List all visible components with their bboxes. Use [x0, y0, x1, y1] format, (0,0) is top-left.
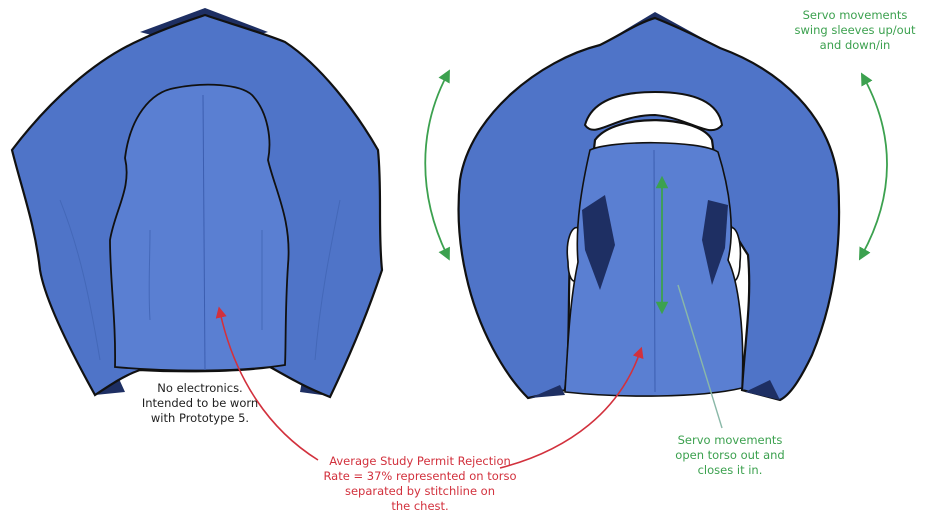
note-sleeve-servo: Servo movements swing sleeves up/out and…: [790, 8, 920, 53]
note-torso-servo: Servo movements open torso out and close…: [640, 433, 820, 478]
green-arrow-sleeve-right: [862, 78, 887, 255]
note-no-electronics: No electronics. Intended to be worn with…: [120, 381, 280, 426]
left-garment: [12, 8, 382, 397]
note-rejection-rate: Average Study Permit Rejection Rate = 37…: [290, 454, 550, 514]
green-arrow-sleeve-left: [425, 75, 447, 255]
right-garment: [458, 12, 839, 400]
